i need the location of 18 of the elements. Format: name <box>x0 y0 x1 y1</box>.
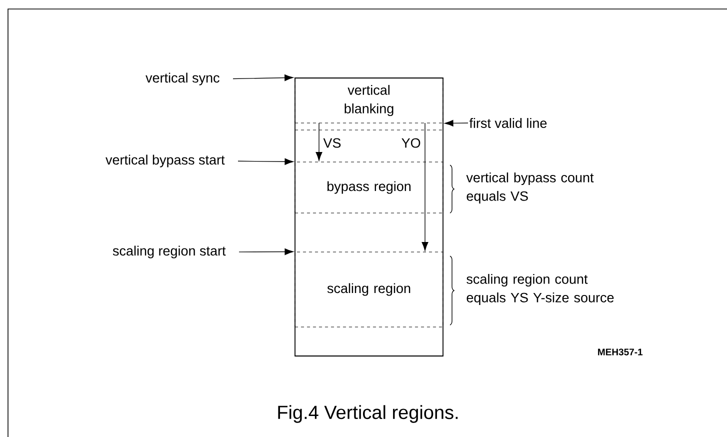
figure-code: MEH357-1 <box>598 348 643 356</box>
arrow <box>238 248 294 255</box>
count-note: scaling region count equals YS Y-size source <box>466 274 614 306</box>
region-band: bypass region <box>294 162 444 214</box>
signal-label: vertical sync <box>146 72 220 86</box>
region-band: scaling region <box>294 252 444 328</box>
region-box <box>294 78 444 356</box>
count-note: vertical bypass count equals VS <box>466 172 594 204</box>
measure-label: YO <box>402 138 420 148</box>
arrow <box>444 120 468 126</box>
arrow <box>232 74 294 81</box>
signal-label: scaling region start <box>112 246 226 258</box>
measure-label: VS <box>323 138 341 148</box>
signal-label: first valid line <box>469 118 547 128</box>
arrow <box>238 158 294 165</box>
caption: Fig.4 Vertical regions. <box>278 405 458 423</box>
signal-label: vertical bypass start <box>106 154 225 168</box>
region-band: vertical blanking <box>294 78 444 124</box>
